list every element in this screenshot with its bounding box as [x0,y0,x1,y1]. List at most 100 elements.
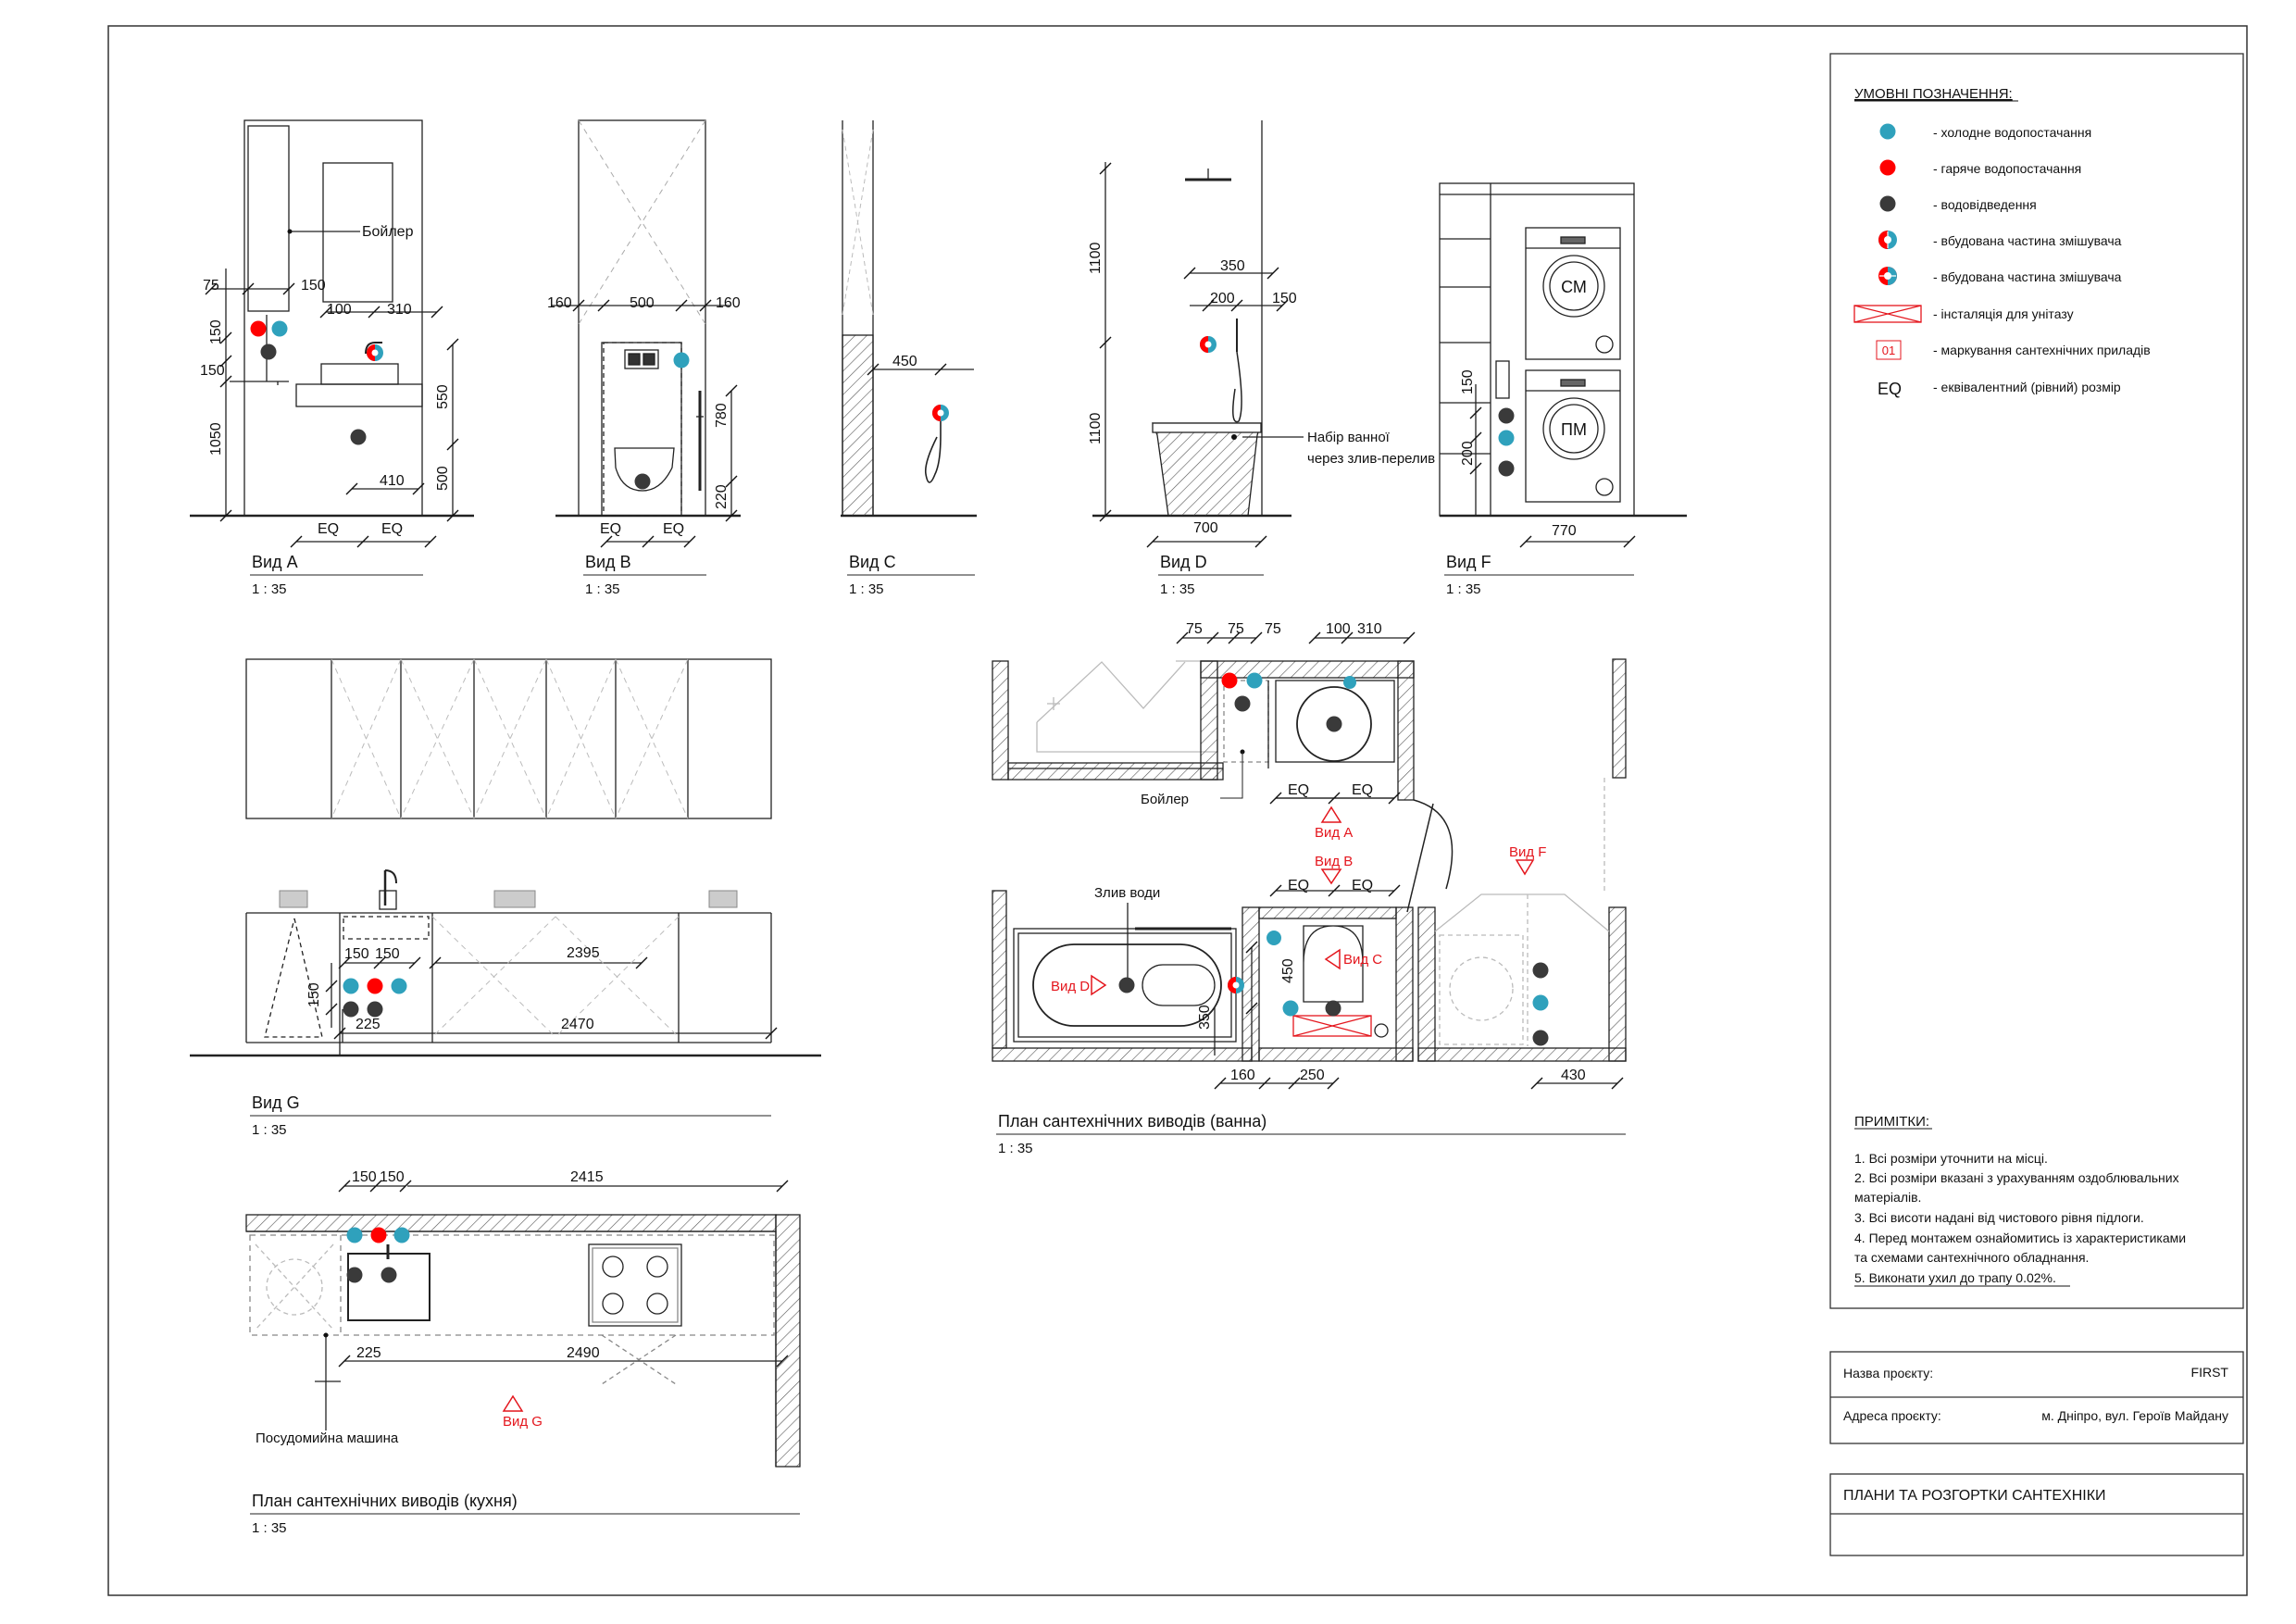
note-line: 1. Всі розміри уточнити на місці. [1854,1151,2048,1166]
legend-item-label: - водовідведення [1933,197,2037,212]
eq-icon: EQ [1878,380,1902,398]
view-b-marker: Вид B [1315,854,1353,869]
drain-point [1532,1030,1549,1046]
bath-plan-title: План сантехнічних виводів (ванна) [998,1112,1267,1131]
dim-75: 75 [1228,621,1244,637]
view-a-boiler-label: Бойлер [362,224,414,240]
hot-water-point [250,320,267,337]
bath-plan-scale: 1 : 35 [998,1141,1033,1156]
cold-water-icon [1879,123,1896,140]
view-b-marker-icon [1320,868,1342,885]
dim-75: 75 [1186,621,1203,637]
drain-point [346,1267,363,1283]
drain-point [634,473,651,490]
dim-2470: 2470 [561,1017,594,1032]
dim-150: 150 [352,1169,377,1185]
drain-point [343,1001,359,1018]
dim-780: 780 [714,403,730,428]
note-line: 5. Виконати ухил до трапу 0.02%. [1854,1270,2056,1285]
cold-water-point [1246,672,1263,689]
dim-225: 225 [356,1345,381,1361]
view-c-scale: 1 : 35 [849,581,884,597]
view-f-title: Вид F [1446,553,1491,571]
drain-point [1118,977,1135,993]
view-a-marker: Вид A [1315,825,1353,841]
dim-150-v2: 150 [200,363,225,379]
view-d-marker: Вид D [1051,979,1090,994]
dim-75: 75 [1265,621,1281,637]
view-g-cabinet-crosses [331,658,689,1038]
dim-eq: EQ [1352,878,1373,893]
boiler-pointer-dot [287,229,293,234]
legend-item-label: - гаряче водопостачання [1933,161,2081,176]
dim-75: 75 [203,278,219,294]
dim-160: 160 [1230,1068,1255,1083]
dim-150: 150 [375,946,400,962]
drain-point [1498,460,1515,477]
toilet-frame-icon [1853,305,1922,323]
view-g-scale: 1 : 35 [252,1122,287,1138]
drain-point [367,1001,383,1018]
dim-150: 150 [380,1169,405,1185]
drain-point [1498,407,1515,424]
bath-fill-note: Набір ванної [1307,430,1391,445]
view-d [1092,120,1304,543]
note-line: матеріалів. [1854,1190,1921,1205]
mixer-point [1267,931,1281,945]
dishwasher-label: Посудомийна машина [256,1430,399,1446]
mixer-point-hot-half [1228,977,1236,993]
dim-150: 150 [301,278,326,294]
dryer-label: ПМ [1561,420,1587,439]
legend-item-label: - маркування сантехнічних приладів [1933,343,2151,357]
bath-fill-note-2: через злив-перелив [1307,451,1435,467]
dim-eq: EQ [600,521,621,537]
dim-eq: EQ [318,521,339,537]
drain-point [1234,695,1251,712]
drain-point [1325,1000,1341,1017]
hot-water-point [367,978,383,994]
dim-1100: 1100 [1088,412,1104,444]
view-a-ticks [205,282,459,548]
dim-200: 200 [1210,291,1235,306]
dim-310: 310 [387,302,412,318]
cold-water-point [391,978,407,994]
fixture-mark-icon [1876,340,1902,360]
cold-water-point [271,320,288,337]
view-g-marker: Вид G [503,1414,543,1430]
mixer-cold-icon [1878,231,1897,249]
view-f [1439,182,1687,543]
cold-water-point [1498,430,1515,446]
view-a [190,119,474,543]
view-a-scale: 1 : 35 [252,581,287,597]
drain-icon [1879,195,1896,212]
sheet-title-block [1829,1473,2244,1556]
kitchen-plan-title: План сантехнічних виводів (кухня) [252,1492,518,1510]
project-name: FIRST [2191,1365,2229,1380]
view-d-scale: 1 : 35 [1160,581,1195,597]
legend-item-label: - еквівалентний (рівний) розмір [1933,380,2121,394]
dim-220: 220 [714,484,730,509]
legend-item-label: - вбудована частина змішувача [1933,233,2122,248]
view-c-title: Вид C [849,553,896,571]
legend-item-label: - інсталяція для унітазу [1933,306,2074,321]
drain-point [350,429,367,445]
dim-225: 225 [356,1017,381,1032]
view-c [841,120,977,518]
drain-point [1532,962,1549,979]
view-b-ticks [572,299,738,548]
hot-water-point [370,1227,387,1243]
project-name-label: Назва проєкту: [1843,1366,1933,1380]
mixer-point-hot-half [367,344,375,361]
view-c-marker: Вид C [1343,952,1382,968]
dim-200: 200 [1460,441,1476,466]
sheet-frame [107,25,2248,1596]
legend-list: - холодне водопостачання - гаряче водопо… [1853,123,2151,398]
dim-450: 450 [1280,958,1296,983]
view-g [190,658,821,1057]
dim-430: 430 [1561,1068,1586,1083]
view-g-sockets [279,890,738,908]
dim-410: 410 [380,473,405,489]
view-d-title: Вид D [1160,553,1207,571]
dim-100: 100 [1326,621,1351,637]
note-line: 4. Перед монтажем ознайомитись із характ… [1854,1230,2186,1245]
